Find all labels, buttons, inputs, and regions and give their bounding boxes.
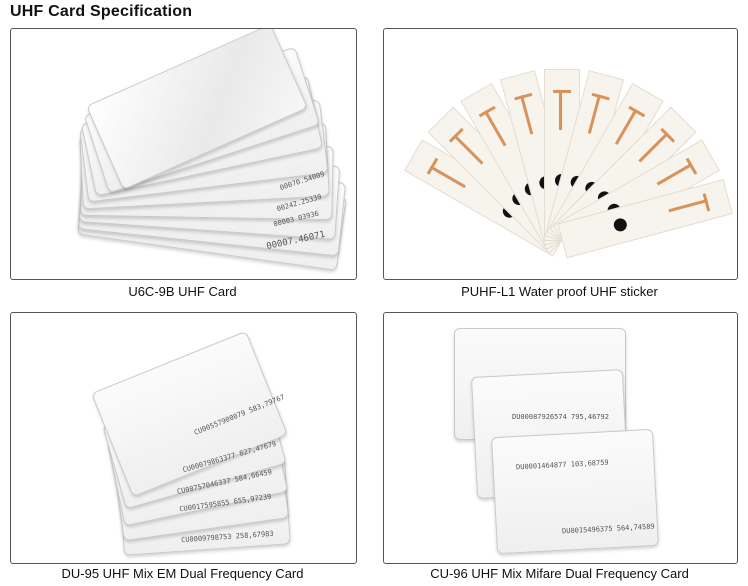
page-title: UHF Card Specification bbox=[10, 3, 193, 20]
product-caption: U6C-9B UHF Card bbox=[128, 284, 237, 299]
product-caption: PUHF-L1 Water proof UHF sticker bbox=[461, 284, 658, 299]
card-stack-image: 00007.46071 00003 03936 00242.25330 0007… bbox=[11, 29, 356, 279]
product-panel-cu-96: DU00087926574 795,46792 DU0001464877 103… bbox=[383, 312, 738, 564]
sticker-fan-image bbox=[384, 29, 737, 279]
card-number: DU00087926574 795,46792 bbox=[512, 413, 609, 421]
card-stack-image: DU00087926574 795,46792 DU0001464877 103… bbox=[384, 313, 737, 563]
card-stack-image: CU00557900079 583,79767 CU00079863377 82… bbox=[11, 313, 356, 563]
product-panel-du-95: CU00557900079 583,79767 CU00079863377 82… bbox=[10, 312, 357, 564]
product-panel-u6c-9b: 00007.46071 00003 03936 00242.25330 0007… bbox=[10, 28, 357, 280]
product-panel-puhf-l1 bbox=[383, 28, 738, 280]
product-caption: CU-96 UHF Mix Mifare Dual Frequency Card bbox=[430, 566, 689, 581]
card-image bbox=[491, 428, 659, 555]
product-caption: DU-95 UHF Mix EM Dual Frequency Card bbox=[61, 566, 304, 581]
